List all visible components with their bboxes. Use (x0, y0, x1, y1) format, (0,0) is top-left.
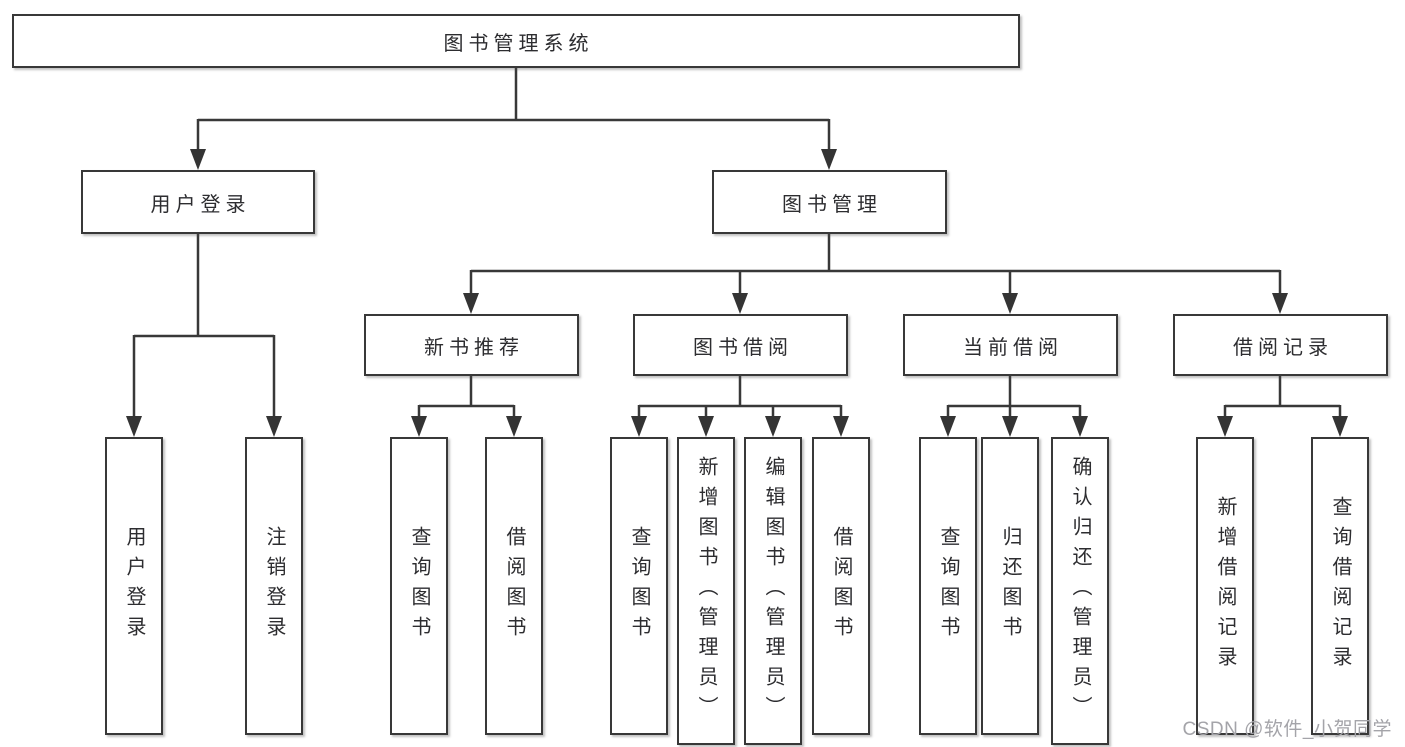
node-book-borrow: 图书借阅 (633, 314, 848, 376)
node-library-system: 图书管理系统 (12, 14, 1020, 68)
node-borrow-records: 借阅记录 (1173, 314, 1388, 376)
leaf-logout: 注销登录 (245, 437, 303, 735)
node-current-borrow: 当前借阅 (903, 314, 1118, 376)
leaf-newrec-borrow-books: 借阅图书 (485, 437, 543, 735)
leaf-records-query-record: 查询借阅记录 (1311, 437, 1369, 735)
leaf-user-login: 用户登录 (105, 437, 163, 735)
leaf-borrow-add-books-admin: 新增图书（管理员） (677, 437, 735, 745)
node-new-book-recommend: 新书推荐 (364, 314, 579, 376)
connector-shafts (132, 68, 1342, 419)
leaf-current-confirm-return-admin: 确认归还（管理员） (1051, 437, 1109, 745)
node-user-login: 用户登录 (81, 170, 315, 234)
node-book-management: 图书管理 (712, 170, 947, 234)
leaf-borrow-query-books: 查询图书 (610, 437, 668, 735)
leaf-records-add-record: 新增借阅记录 (1196, 437, 1254, 735)
leaf-borrow-edit-books-admin: 编辑图书（管理员） (744, 437, 802, 745)
csdn-watermark: CSDN @软件_小贺同学 (1182, 719, 1392, 740)
leaf-current-query-books: 查询图书 (919, 437, 977, 735)
arrowheads (126, 149, 1348, 437)
leaf-borrow-borrow-books: 借阅图书 (812, 437, 870, 735)
leaf-newrec-query-books: 查询图书 (390, 437, 448, 735)
leaf-current-return-books: 归还图书 (981, 437, 1039, 735)
